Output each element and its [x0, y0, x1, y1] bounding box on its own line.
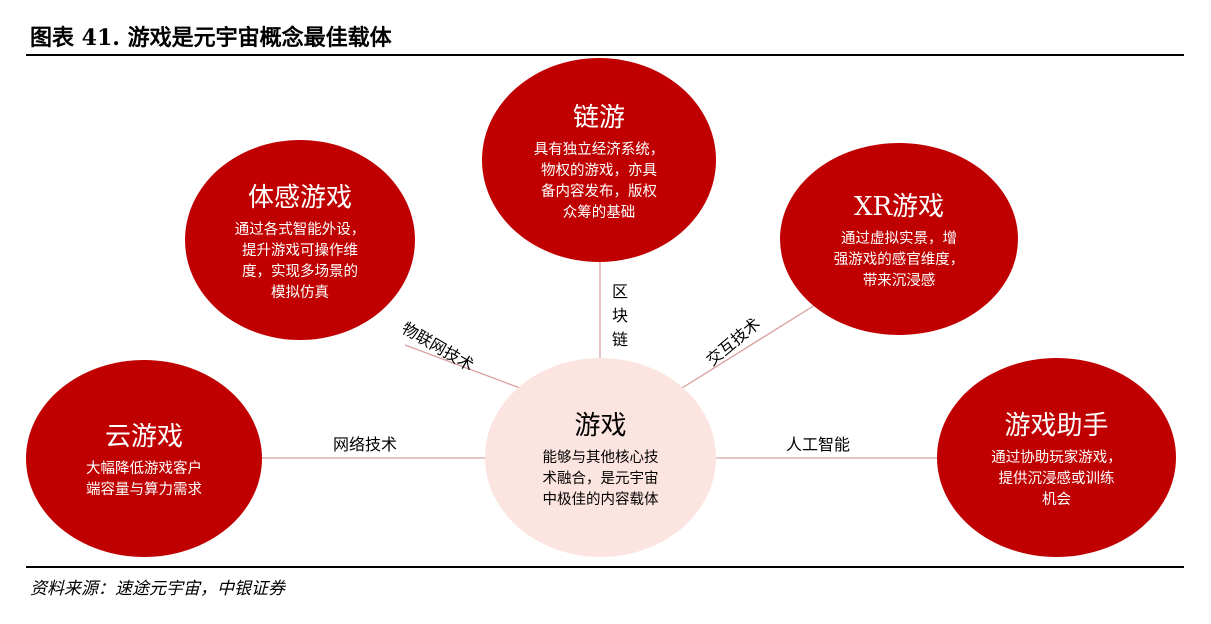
node-title: 链游	[572, 102, 625, 133]
node-desc: 能够与其他核心技	[542, 449, 659, 466]
node-desc: 中极佳的内容载体	[542, 491, 659, 508]
node-desc: 度，实现多场景的	[242, 263, 358, 280]
node-desc: 提供沉浸感或训练	[998, 470, 1115, 487]
node-desc: 通过各式智能外设，	[234, 221, 366, 238]
node-desc: 提升游戏可操作维	[242, 242, 358, 259]
node-cloud: 云游戏 大幅降低游戏客户端容量与算力需求	[26, 360, 262, 557]
node-assistant: 游戏助手 通过协助玩家游戏， 提供沉浸感或训练机会	[937, 358, 1176, 557]
node-desc: 强游戏的感官维度，	[833, 252, 965, 268]
node-desc: 术融合，是元宇宙	[542, 470, 659, 487]
node-somatosensory: 体感游戏 通过各式智能外设， 提升游戏可操作维度，实现多场景的模拟仿真	[185, 140, 415, 340]
link-label-blockchain: 区块链	[612, 282, 629, 349]
node-desc: 通过协助玩家游戏，	[991, 449, 1122, 466]
node-desc: 端容量与算力需求	[86, 482, 202, 498]
node-desc: 机会	[1042, 491, 1071, 508]
bottom-rule	[26, 566, 1184, 568]
node-desc: 带来沉浸感	[862, 273, 936, 289]
node-chain: 链游 具有独立经济系统， 物权的游戏，亦具备内容发布，版权众筹的基础	[482, 58, 716, 262]
source-note: 资料来源：速途元宇宙，中银证券	[30, 579, 285, 599]
node-desc: 备内容发布，版权	[541, 183, 657, 200]
node-desc: 模拟仿真	[271, 284, 329, 301]
node-title: 云游戏	[104, 422, 183, 452]
node-xr: XR游戏 通过虚拟实景，增强游戏的感官维度， 带来沉浸感	[780, 143, 1018, 335]
node-desc: 大幅降低游戏客户	[86, 461, 202, 477]
node-title: 游戏	[574, 410, 627, 441]
node-title: 游戏助手	[1004, 410, 1109, 441]
node-desc: 众筹的基础	[562, 204, 636, 221]
node-title: 体感游戏	[247, 182, 352, 213]
node-desc: 物权的游戏，亦具	[541, 162, 657, 179]
top-rule	[26, 54, 1184, 56]
figure-title: 图表 41. 游戏是元宇宙概念最佳载体	[30, 25, 392, 51]
node-desc: 具有独立经济系统，	[533, 141, 665, 158]
node-center-game: 游戏 能够与其他核心技术融合，是元宇宙中极佳的内容载体	[485, 358, 716, 557]
node-desc: 通过虚拟实景，增	[841, 231, 957, 247]
link-label-ai: 人工智能	[786, 435, 851, 454]
node-title: XR游戏	[853, 192, 945, 222]
link-label-network: 网络技术	[333, 435, 398, 454]
line-interaction	[681, 304, 816, 389]
line-iot	[404, 344, 521, 389]
